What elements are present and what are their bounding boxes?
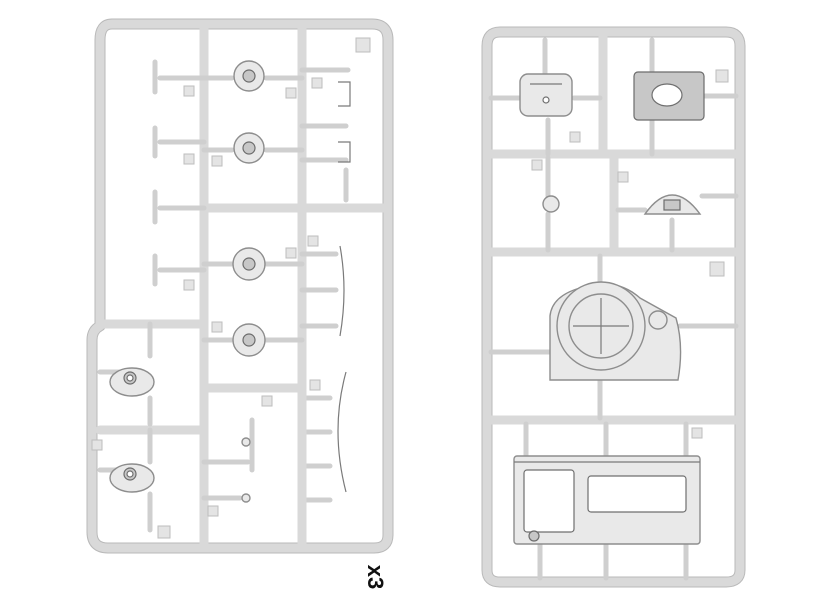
- pin-parts-column: [152, 59, 207, 291]
- right-sprue: [481, 26, 746, 588]
- knob-part: [531, 155, 560, 253]
- small-bracket-parts: [297, 37, 371, 553]
- idler-bracket-parts: [91, 321, 171, 539]
- wheel-hub-parts: [201, 60, 305, 357]
- arched-bracket-part: [615, 171, 739, 253]
- lever-parts: [201, 395, 273, 517]
- left-sprue: [86, 18, 394, 554]
- drive-sprocket-plate-part: [488, 253, 739, 421]
- hatch-plate-part: [488, 37, 603, 157]
- hull-plate-part: [513, 421, 703, 581]
- quantity-label: x3: [363, 564, 388, 590]
- ring-cover-part: [633, 37, 739, 157]
